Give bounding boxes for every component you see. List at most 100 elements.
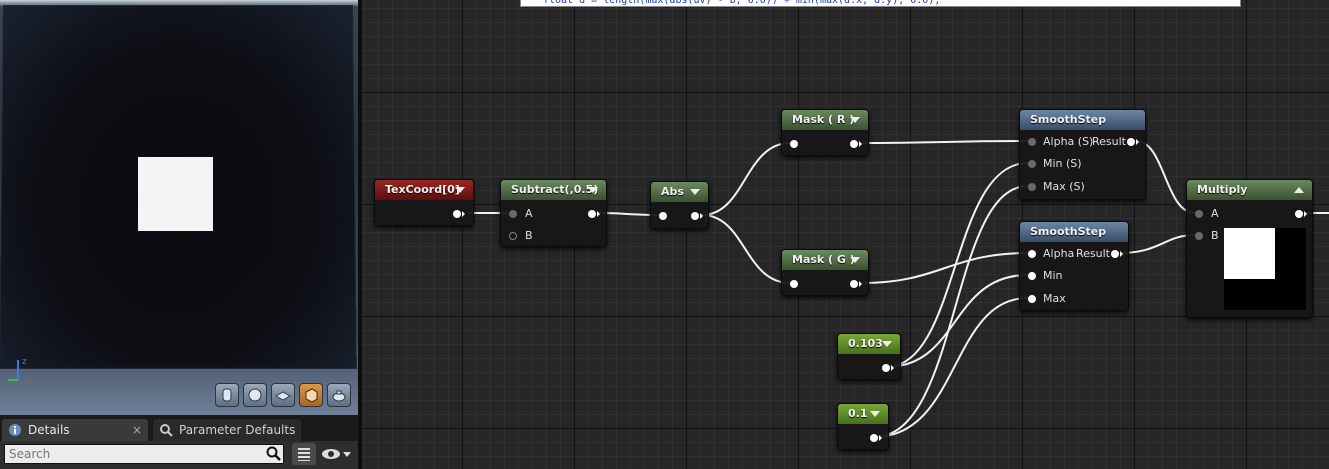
input-pin-alpha[interactable] [1028,138,1036,146]
node-title: SmoothStep [1030,225,1107,238]
input-pin[interactable] [659,212,667,220]
chevron-down-icon[interactable] [588,187,598,193]
tab-details-label: Details [28,423,70,437]
search-icon[interactable] [266,446,282,462]
node-constant-header[interactable]: 0.103 [838,334,900,354]
output-pin[interactable] [691,212,703,220]
input-pin-max[interactable] [1028,183,1036,191]
node-subtract-header[interactable]: Subtract(,0.5) [501,180,606,200]
svg-text:x: x [28,377,34,387]
chevron-down-icon[interactable] [850,257,860,263]
output-pin[interactable] [850,140,862,148]
node-multiply-header[interactable]: Multiply [1187,180,1312,200]
axis-gizmo-icon: z x [8,357,34,387]
pin-label-max: Max (S) [1043,180,1085,193]
pin-label-a: A [525,207,533,220]
input-pin[interactable] [790,280,798,288]
node-mask-r[interactable]: Mask ( R ) [781,109,869,156]
chevron-down-icon[interactable] [870,411,880,417]
pin-label-b: B [525,229,533,242]
input-pin-alpha[interactable] [1028,250,1036,258]
details-search-input[interactable] [4,444,284,464]
sphere-icon [248,388,262,402]
node-smoothstep-1[interactable]: SmoothStep Alpha (S) Result Min (S) Max … [1019,109,1146,200]
node-constant-0-1[interactable]: 0.1 [837,403,889,450]
eye-icon [322,449,351,459]
list-view-button[interactable] [292,443,316,465]
node-title: Mask ( G ) [792,253,855,266]
pin-label-alpha: Alpha (S) [1043,135,1094,148]
preview-cube-button[interactable] [299,383,323,407]
details-icon [9,424,21,436]
node-title: TexCoord[0] [385,183,460,196]
pin-label-result: Result [1076,247,1110,260]
node-title: SmoothStep [1030,113,1107,126]
input-pin-min[interactable] [1028,272,1036,280]
node-texcoord-header[interactable]: TexCoord[0] [375,180,473,200]
preview-white-square [138,157,213,231]
chevron-down-icon[interactable] [455,187,465,193]
input-pin[interactable] [790,140,798,148]
node-preview-thumbnail [1224,228,1306,310]
chevron-down-icon[interactable] [690,189,700,195]
pin-label-b: B [1211,229,1219,242]
node-abs[interactable]: Abs [650,181,709,229]
node-texcoord[interactable]: TexCoord[0] [374,179,474,226]
input-pin-b[interactable] [1195,232,1203,240]
cylinder-icon [222,388,232,402]
preview-mesh-button[interactable] [327,383,351,407]
preview-plane-button[interactable] [271,383,295,407]
cube-icon [305,388,318,403]
chevron-down-icon [343,452,351,457]
node-subtract[interactable]: Subtract(,0.5) A B [500,179,607,247]
close-icon[interactable]: × [131,423,142,437]
output-pin[interactable] [1295,210,1307,218]
tab-parameter-defaults[interactable]: Parameter Defaults [153,419,301,441]
node-abs-header[interactable]: Abs [651,182,708,202]
node-title: 0.1 [848,407,868,420]
output-pin-result[interactable] [1111,250,1123,258]
pin-label-a: A [1211,207,1219,220]
viewport-sky-edge [0,0,358,6]
node-constant-header[interactable]: 0.1 [838,404,888,424]
node-multiply[interactable]: Multiply A B [1186,179,1313,318]
tab-details[interactable]: Details × [2,419,148,441]
output-pin[interactable] [453,210,465,218]
svg-text:z: z [22,357,27,367]
output-pin[interactable] [588,210,600,218]
node-mask-g-header[interactable]: Mask ( G ) [782,250,868,270]
input-pin-a[interactable] [509,210,517,218]
plane-icon [275,391,291,401]
output-pin[interactable] [882,364,894,372]
node-smoothstep-1-header[interactable]: SmoothStep [1020,110,1145,130]
node-title: 0.103 [848,337,883,350]
input-pin-a[interactable] [1195,210,1203,218]
node-title: Subtract(,0.5) [511,183,599,196]
node-title: Multiply [1197,183,1248,196]
node-mask-g[interactable]: Mask ( G ) [781,249,869,296]
output-pin[interactable] [870,434,882,442]
panel-splitter[interactable] [358,0,362,469]
output-pin[interactable] [850,280,862,288]
output-pin-result[interactable] [1127,138,1139,146]
preview-cylinder-button[interactable] [215,383,239,407]
material-preview-viewport[interactable]: z x [0,0,358,415]
chevron-down-icon[interactable] [850,117,860,123]
view-options-button[interactable] [320,443,356,465]
pin-label-alpha: Alpha [1043,247,1075,260]
node-mask-r-header[interactable]: Mask ( R ) [782,110,868,130]
chevron-down-icon[interactable] [882,341,892,347]
input-pin-b[interactable] [509,232,517,240]
node-smoothstep-2[interactable]: SmoothStep Alpha Result Min Max [1019,221,1129,311]
teapot-icon [332,390,346,402]
node-smoothstep-2-header[interactable]: SmoothStep [1020,222,1128,242]
magnifier-icon [160,424,173,437]
node-title: Mask ( R ) [792,113,855,126]
chevron-up-icon[interactable] [1294,187,1304,193]
preview-white-quadrant [1224,228,1275,279]
preview-sphere-button[interactable] [243,383,267,407]
node-constant-0-103[interactable]: 0.103 [837,333,901,380]
node-title: Abs [661,185,684,198]
input-pin-max[interactable] [1028,295,1036,303]
input-pin-min[interactable] [1028,160,1036,168]
